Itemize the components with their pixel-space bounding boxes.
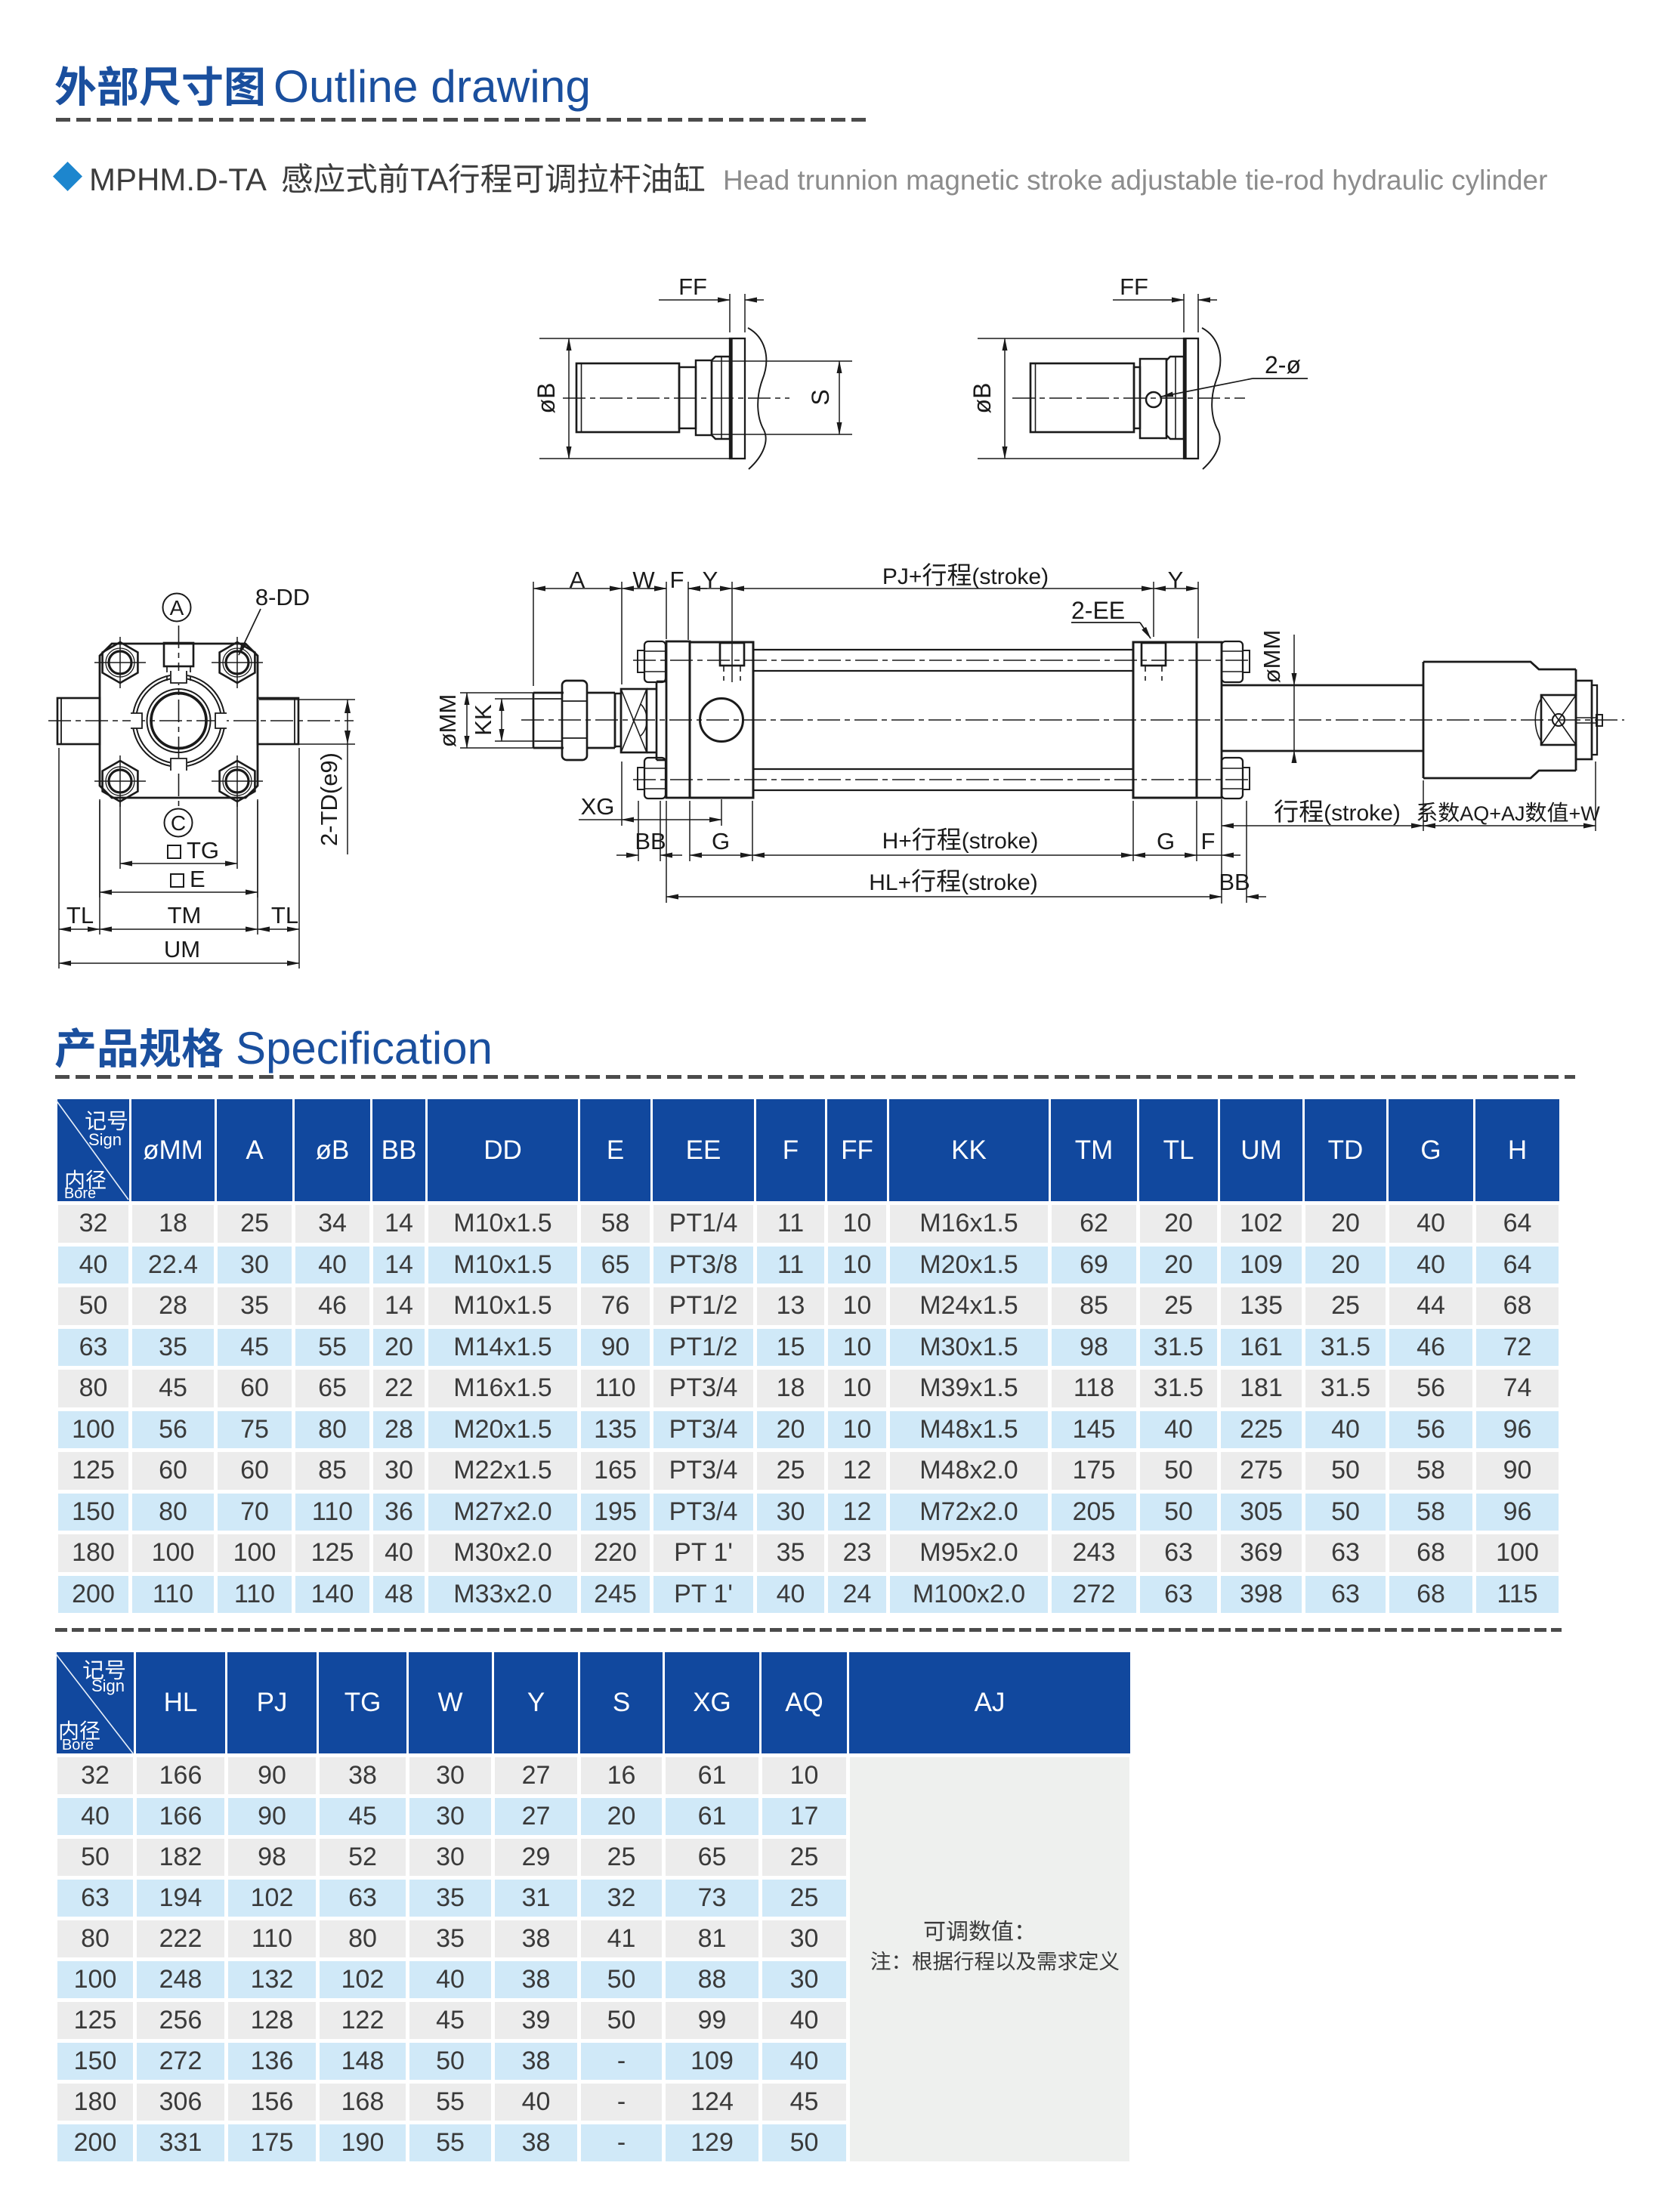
svg-text:TM: TM — [168, 902, 202, 928]
svg-text:PJ+: PJ+ — [882, 564, 922, 589]
svg-text:W: W — [632, 567, 655, 593]
svg-text:HL+: HL+ — [869, 870, 911, 895]
svg-text:AQ+AJ: AQ+AJ — [1460, 802, 1525, 825]
svg-text:BB: BB — [1219, 869, 1250, 895]
svg-text:Y: Y — [1168, 567, 1184, 593]
svg-text:øB: øB — [969, 383, 996, 414]
svg-text:(stroke): (stroke) — [972, 564, 1049, 589]
svg-text:TA: TA — [410, 162, 449, 197]
svg-text:+W: +W — [1569, 802, 1601, 825]
svg-text:KK: KK — [470, 704, 496, 736]
svg-text:2-ø: 2-ø — [1265, 351, 1301, 378]
svg-text:A: A — [170, 596, 184, 619]
svg-text:Bore: Bore — [64, 1185, 96, 1202]
svg-text:F: F — [1201, 828, 1216, 854]
svg-text:øMM: øMM — [434, 694, 461, 748]
svg-text:BB: BB — [635, 828, 666, 854]
svg-text:G: G — [1157, 828, 1175, 854]
svg-text:F: F — [670, 567, 684, 593]
svg-text:C: C — [171, 811, 186, 835]
svg-text:8-DD: 8-DD — [255, 584, 310, 610]
svg-text:TG: TG — [187, 837, 219, 863]
svg-text:øMM: øMM — [1259, 630, 1285, 684]
svg-text:Y: Y — [703, 567, 718, 593]
svg-text:TL: TL — [66, 902, 94, 928]
svg-text:FF: FF — [1120, 273, 1148, 300]
svg-text:Outline drawing: Outline drawing — [273, 60, 591, 112]
svg-text:(stroke): (stroke) — [961, 870, 1038, 895]
svg-text:E: E — [190, 866, 205, 892]
svg-text:G: G — [712, 828, 730, 854]
svg-text:(stroke): (stroke) — [962, 829, 1039, 854]
svg-text:S: S — [807, 389, 834, 405]
svg-text:XG: XG — [581, 793, 615, 820]
svg-text:Sign: Sign — [91, 1676, 125, 1695]
svg-text:(stroke): (stroke) — [1324, 801, 1401, 826]
svg-text:FF: FF — [678, 273, 707, 300]
svg-text:MPHM.D-TA: MPHM.D-TA — [89, 162, 267, 197]
svg-text:Bore: Bore — [62, 1737, 94, 1753]
svg-text:2-EE: 2-EE — [1071, 597, 1125, 624]
svg-text:TL: TL — [271, 902, 298, 928]
svg-text:2-TD(e9): 2-TD(e9) — [316, 752, 342, 846]
svg-text:øB: øB — [533, 383, 560, 414]
svg-text:Specification: Specification — [236, 1023, 493, 1074]
svg-text:A: A — [570, 567, 585, 593]
svg-text:UM: UM — [164, 936, 200, 962]
svg-text:Sign: Sign — [88, 1130, 122, 1149]
svg-text:H+: H+ — [882, 829, 912, 854]
svg-text:Head trunnion magnetic stroke: Head trunnion magnetic stroke adjustable… — [723, 165, 1547, 196]
